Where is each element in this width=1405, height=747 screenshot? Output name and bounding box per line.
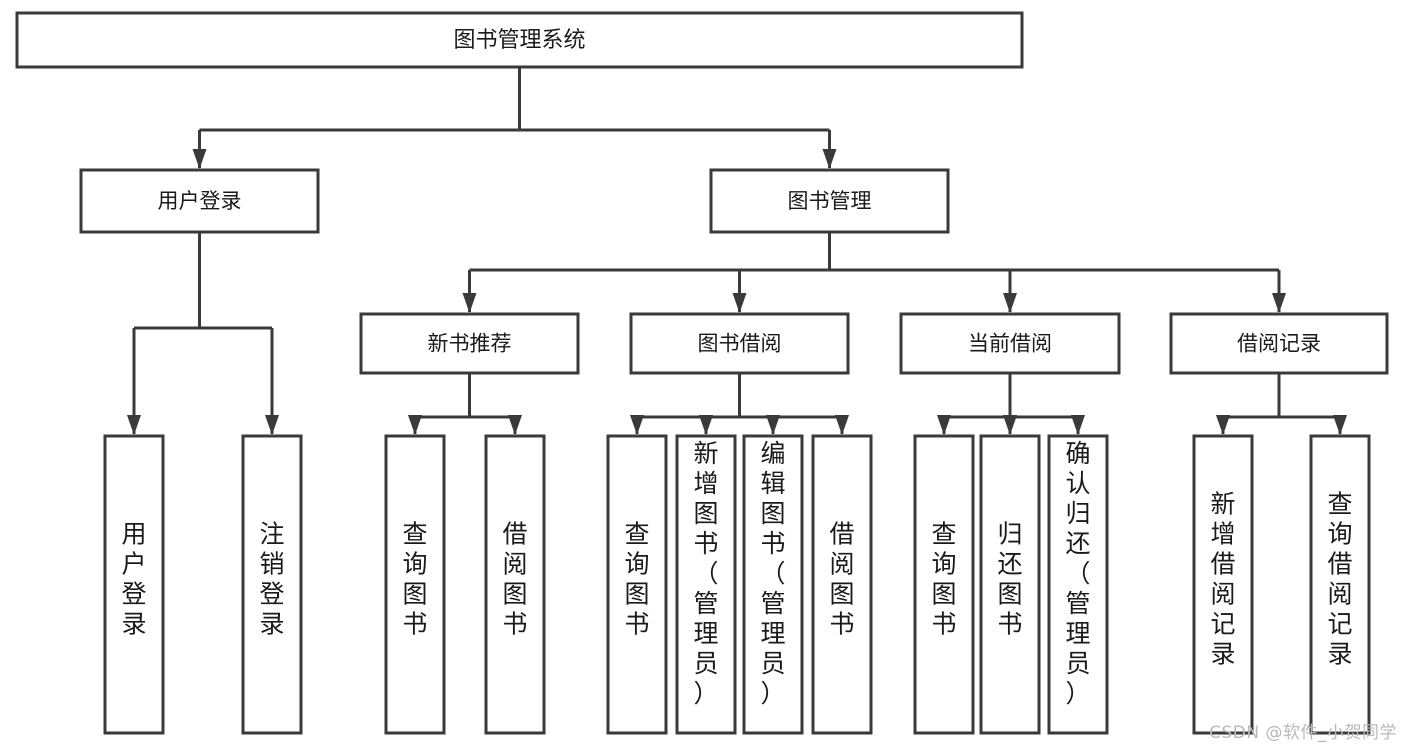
leaf-label: 借阅图书 [502,520,527,639]
leaf-label: 查询图书 [931,520,956,639]
leaf-label: 借阅图书 [829,520,854,639]
arrow-to-user-login [192,149,207,169]
node-box[interactable] [629,312,850,375]
arrow-to-current-borrow [1003,293,1017,313]
node-label: 借阅记录 [1237,332,1321,356]
connector-layer [127,67,1347,435]
leaf-node-leaf-confirm-return[interactable]: 确认归还（管理员） [1047,434,1109,735]
node-label: 用户登录 [158,189,242,213]
leaf-label: 归还图书 [997,520,1022,639]
csdn-watermark: CSDN @软件_小贺同学 [1209,723,1397,743]
arrow-to-leaf-add-book [699,415,713,435]
node-new-book-rec[interactable]: 新书推荐 [359,312,580,375]
leaf-node-leaf-add-book[interactable]: 新增图书（管理员） [675,434,737,735]
arrow-to-book-borrow [732,293,747,313]
node-user-login[interactable]: 用户登录 [79,168,320,234]
node-current-borrow[interactable]: 当前借阅 [899,312,1121,375]
arrow-to-leaf-borrow-book-1 [508,415,522,435]
node-book-manage[interactable]: 图书管理 [709,168,950,234]
root-node-book-management-system[interactable]: 图书管理系统 [15,11,1024,69]
node-box[interactable] [241,434,303,735]
node-label: 图书管理 [788,189,872,213]
node-box[interactable] [1192,434,1254,735]
arrow-to-new-book-rec [462,293,477,313]
node-book-borrow[interactable]: 图书借阅 [629,312,850,375]
node-box[interactable] [79,168,320,234]
node-box[interactable] [484,434,546,735]
node-box[interactable] [742,434,804,735]
node-box[interactable] [384,434,446,735]
arrow-to-leaf-edit-book [766,415,780,435]
leaf-label: 确认归还（管理员） [1065,439,1090,708]
leaf-node-leaf-query-book-3[interactable]: 查询图书 [913,434,975,735]
node-box[interactable] [606,434,668,735]
node-layer: 图书管理系统用户登录图书管理新书推荐图书借阅当前借阅借阅记录用户登录注销登录查询… [15,11,1389,735]
node-box[interactable] [103,434,165,735]
leaf-label: 查询借阅记录 [1327,490,1352,669]
arrow-to-leaf-add-record [1216,415,1230,435]
leaf-node-leaf-edit-book[interactable]: 编辑图书（管理员） [742,434,804,735]
node-label: 当前借阅 [968,332,1052,356]
leaf-node-leaf-logout[interactable]: 注销登录 [241,434,303,735]
node-box[interactable] [811,434,873,735]
node-label: 图书借阅 [698,332,782,356]
node-box[interactable] [899,312,1121,375]
leaf-label: 用户登录 [121,520,146,639]
leaf-node-leaf-add-record[interactable]: 新增借阅记录 [1192,434,1254,735]
node-label: 图书管理系统 [453,28,585,53]
leaf-node-leaf-return-book[interactable]: 归还图书 [979,434,1041,735]
leaf-node-leaf-borrow-book-2[interactable]: 借阅图书 [811,434,873,735]
leaf-node-leaf-query-book-2[interactable]: 查询图书 [606,434,668,735]
arrow-to-leaf-user-login [127,415,141,435]
leaf-label: 查询图书 [624,520,649,639]
node-box[interactable] [15,11,1024,69]
node-borrow-record[interactable]: 借阅记录 [1169,312,1389,375]
arrow-to-leaf-query-book-1 [408,415,422,435]
node-label: 新书推荐 [428,332,512,356]
arrow-to-leaf-confirm-return [1071,415,1085,435]
arrow-to-leaf-logout [265,415,279,435]
leaf-label: 注销登录 [259,520,284,639]
node-box[interactable] [1047,434,1109,735]
arrow-to-book-manage [822,149,837,169]
node-box[interactable] [1309,434,1371,735]
node-box[interactable] [675,434,737,735]
node-box[interactable] [359,312,580,375]
node-box[interactable] [709,168,950,234]
leaf-label: 新增图书（管理员） [693,439,718,708]
leaf-label: 新增借阅记录 [1210,490,1235,669]
leaf-node-leaf-borrow-book-1[interactable]: 借阅图书 [484,434,546,735]
arrow-to-borrow-record [1272,293,1286,313]
arrow-to-leaf-return-book [1003,415,1017,435]
leaf-node-leaf-query-record[interactable]: 查询借阅记录 [1309,434,1371,735]
leaf-node-leaf-user-login[interactable]: 用户登录 [103,434,165,735]
arrow-to-leaf-borrow-book-2 [835,415,849,435]
node-box[interactable] [913,434,975,735]
leaf-label: 编辑图书（管理员） [760,439,785,708]
node-box[interactable] [979,434,1041,735]
leaf-label: 查询图书 [402,520,427,639]
arrow-to-leaf-query-book-2 [630,415,644,435]
arrow-to-leaf-query-record [1333,415,1347,435]
arrow-to-leaf-query-book-3 [937,415,951,435]
node-box[interactable] [1169,312,1389,375]
leaf-node-leaf-query-book-1[interactable]: 查询图书 [384,434,446,735]
